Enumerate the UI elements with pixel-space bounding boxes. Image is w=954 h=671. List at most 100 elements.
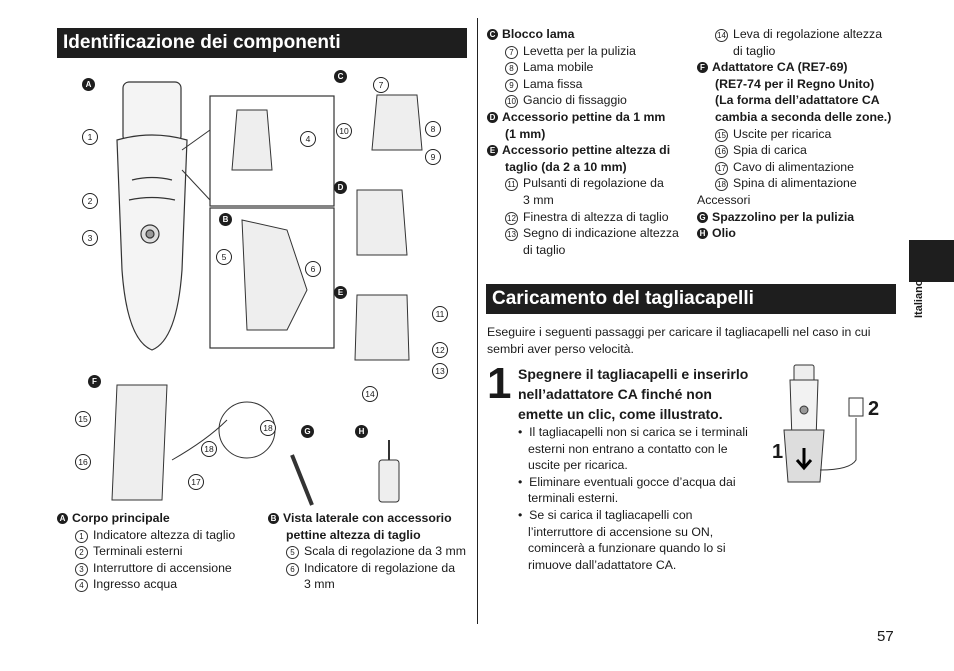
components-illustration (111, 81, 423, 506)
legend-item-cont: di taglio (523, 242, 566, 257)
legend-item: Cavo di alimentazione (733, 159, 854, 174)
brush-drawing (290, 454, 314, 506)
item-number: 3 (75, 562, 88, 576)
legend-item: Ingresso acqua (93, 577, 178, 592)
fig-step-2: 2 (868, 398, 880, 420)
badge-c: C (487, 29, 498, 40)
legend-f-title-cont: cambia a seconda delle zone.) (715, 109, 892, 124)
charging-illustration (783, 364, 864, 483)
figure-label-e: E (334, 286, 347, 299)
legend-item: Lama fissa (523, 76, 583, 91)
item-number: 2 (75, 546, 88, 560)
comb-adjustable-drawing (354, 294, 410, 361)
legend-item: Pulsanti di regolazione da (523, 176, 664, 191)
item-number: 10 (505, 95, 518, 109)
legend-h-title: Olio (712, 226, 736, 241)
step-heading-line: Spegnere il tagliacapelli e inserirlo (518, 366, 749, 382)
legend-d-title: Accessorio pettine da 1 mm (502, 109, 666, 124)
inset-water-inlet (209, 95, 335, 207)
figure-label-d: D (334, 181, 347, 194)
figure-label-h: H (355, 425, 368, 438)
callout-7: 7 (373, 77, 389, 93)
legend-item: Indicatore di regolazione da (304, 560, 456, 575)
badge-b: B (268, 513, 279, 524)
callout-17: 17 (188, 474, 204, 490)
item-number: 12 (505, 211, 518, 225)
legend-item: Terminali esterni (93, 544, 183, 559)
callout-2: 2 (82, 193, 98, 209)
badge-h: H (697, 228, 708, 240)
language-tab (909, 240, 954, 282)
legend-f-title-cont: (RE7-74 per il Regno Unito) (715, 76, 875, 91)
item-number: 15 (715, 128, 728, 142)
callout-10: 10 (336, 123, 352, 139)
callout-11: 11 (432, 306, 448, 322)
callout-5: 5 (216, 249, 232, 265)
bullet-text: Il tagliacapelli non si carica se i term… (529, 425, 748, 439)
step-heading-line: emette un clic, come illustrato. (518, 406, 723, 422)
inset-trimmer-head (231, 109, 273, 171)
section-title-components: Identificazione dei componenti (57, 28, 467, 58)
legend-d-title-cont: (1 mm) (505, 126, 546, 141)
accessories-heading: Accessori (697, 192, 751, 207)
item-number: 14 (715, 29, 728, 42)
step-heading: Spegnere il tagliacapelli e inserirlo ne… (518, 364, 768, 424)
callout-4: 4 (300, 131, 316, 147)
legend-item: Uscite per ricarica (733, 126, 832, 141)
callout-13: 13 (432, 363, 448, 379)
bullet-text: Se si carica il tagliacapelli con (529, 507, 693, 522)
legend-e-title-cont: taglio (da 2 a 10 mm) (505, 159, 627, 174)
bullet-text-cont: terminali esterni. (528, 491, 619, 506)
legend-item: Scala di regolazione da 3 mm (304, 544, 466, 559)
bullet-text-cont: l’interruttore di accensione su ON, (528, 524, 714, 539)
item-number: 4 (75, 579, 88, 593)
item-number: 16 (715, 145, 728, 159)
bullet-text-cont: rimuove dall’adattatore CA. (528, 557, 677, 572)
fig-step-1: 1 (772, 441, 784, 463)
charging-stand-drawing (111, 384, 168, 501)
item-number: 18 (715, 178, 728, 192)
legend-item: Interruttore di accensione (93, 560, 232, 575)
legend-f-title: Adattatore CA (RE7-69) (712, 60, 848, 75)
badge-g: G (697, 211, 708, 223)
legend-item: Spia di carica (733, 143, 807, 158)
trimmer-main-body (116, 81, 188, 351)
callout-1: 1 (82, 129, 98, 145)
callout-18-plug: 18 (260, 420, 276, 436)
legend-b-title-cont: pettine altezza di taglio (286, 527, 421, 542)
figure-label-a: A (82, 78, 95, 91)
legend-f-title-cont: (La forma dell’adattatore CA (715, 93, 880, 108)
legend-item: Indicatore altezza di taglio (93, 527, 236, 542)
badge-a: A (57, 513, 68, 524)
legend-e-title: Accessorio pettine altezza di (502, 143, 671, 158)
legend-item-cont: 3 mm (304, 577, 335, 592)
section-title-text: Identificazione dei componenti (63, 32, 341, 53)
callout-8: 8 (425, 121, 441, 137)
bullet-text-cont: esterni non entrano a contatto con le (528, 441, 728, 456)
figure-label-f: F (88, 375, 101, 388)
legend-item: Gancio di fissaggio (523, 93, 627, 108)
item-number: 13 (505, 228, 518, 242)
bullet-text-cont: uscite per ricarica. (528, 458, 628, 473)
figure-label-g: G (301, 425, 314, 438)
comb-1mm-drawing (356, 189, 408, 256)
item-number: 17 (715, 161, 728, 175)
item-number: 9 (505, 78, 518, 92)
step-bullets: • Il tagliacapelli non si carica se i te… (518, 424, 768, 573)
page-number: 57 (877, 628, 894, 645)
bullet-text-cont: comincerà a funzionare quando lo si (528, 541, 726, 556)
oil-bottle-drawing (378, 459, 400, 503)
legend-item: Leva di regolazione altezza (733, 27, 883, 41)
callout-14: 14 (362, 386, 378, 402)
callout-18: 18 (201, 441, 217, 457)
badge-d: D (487, 111, 498, 123)
callout-16: 16 (75, 454, 91, 470)
step-heading-line: nell’adattatore CA finché non (518, 386, 712, 402)
badge-e: E (487, 145, 498, 157)
step-number: 1 (487, 359, 512, 408)
legend-item: Lama mobile (523, 60, 594, 75)
